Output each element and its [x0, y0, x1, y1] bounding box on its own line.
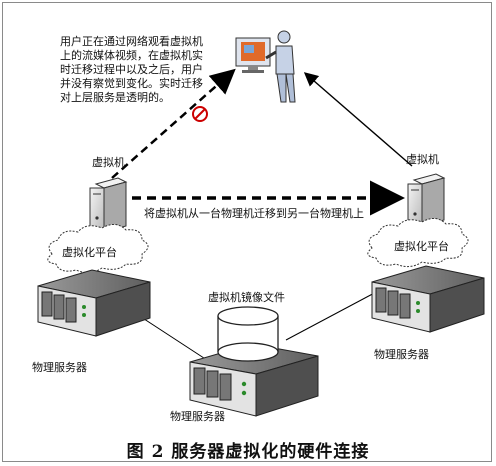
stream-link-new — [303, 72, 413, 167]
server-bottom-label: 物理服务器 — [170, 410, 225, 423]
platform-left-label: 虚拟化平台 — [62, 246, 117, 259]
vm-left-label: 虚拟机 — [92, 156, 125, 169]
vm-right-label: 虚拟机 — [406, 153, 439, 166]
figure-caption: 图 2 服务器虚拟化的硬件连接 — [126, 442, 370, 462]
blocked-icon — [192, 106, 208, 122]
image-file-label: 虚拟机镜像文件 — [208, 291, 285, 304]
server-right-icon — [371, 265, 485, 333]
vm-left-icon — [89, 177, 128, 233]
migration-label: 将虚拟机从一台物理机迁移到另一台物理机上 — [144, 207, 364, 220]
server-left-label: 物理服务器 — [32, 361, 87, 374]
link-right-server-to-bottom — [285, 289, 381, 341]
stream-link-old — [111, 68, 236, 179]
figure-frame — [2, 2, 492, 462]
disk-image-icon — [217, 306, 279, 362]
server-right-label: 物理服务器 — [374, 348, 429, 361]
user-icon — [235, 30, 296, 103]
platform-right-label: 虚拟化平台 — [394, 240, 449, 253]
vm-right-icon — [407, 173, 446, 227]
platform-left-cloud — [47, 224, 149, 274]
server-left-icon — [37, 269, 151, 337]
annotation-text: 用户正在通过网络观看虚拟机 上的流媒体视频，在虚拟机实 时迁移过程中以及之后，用… — [60, 35, 203, 104]
platform-right-cloud — [367, 218, 469, 268]
